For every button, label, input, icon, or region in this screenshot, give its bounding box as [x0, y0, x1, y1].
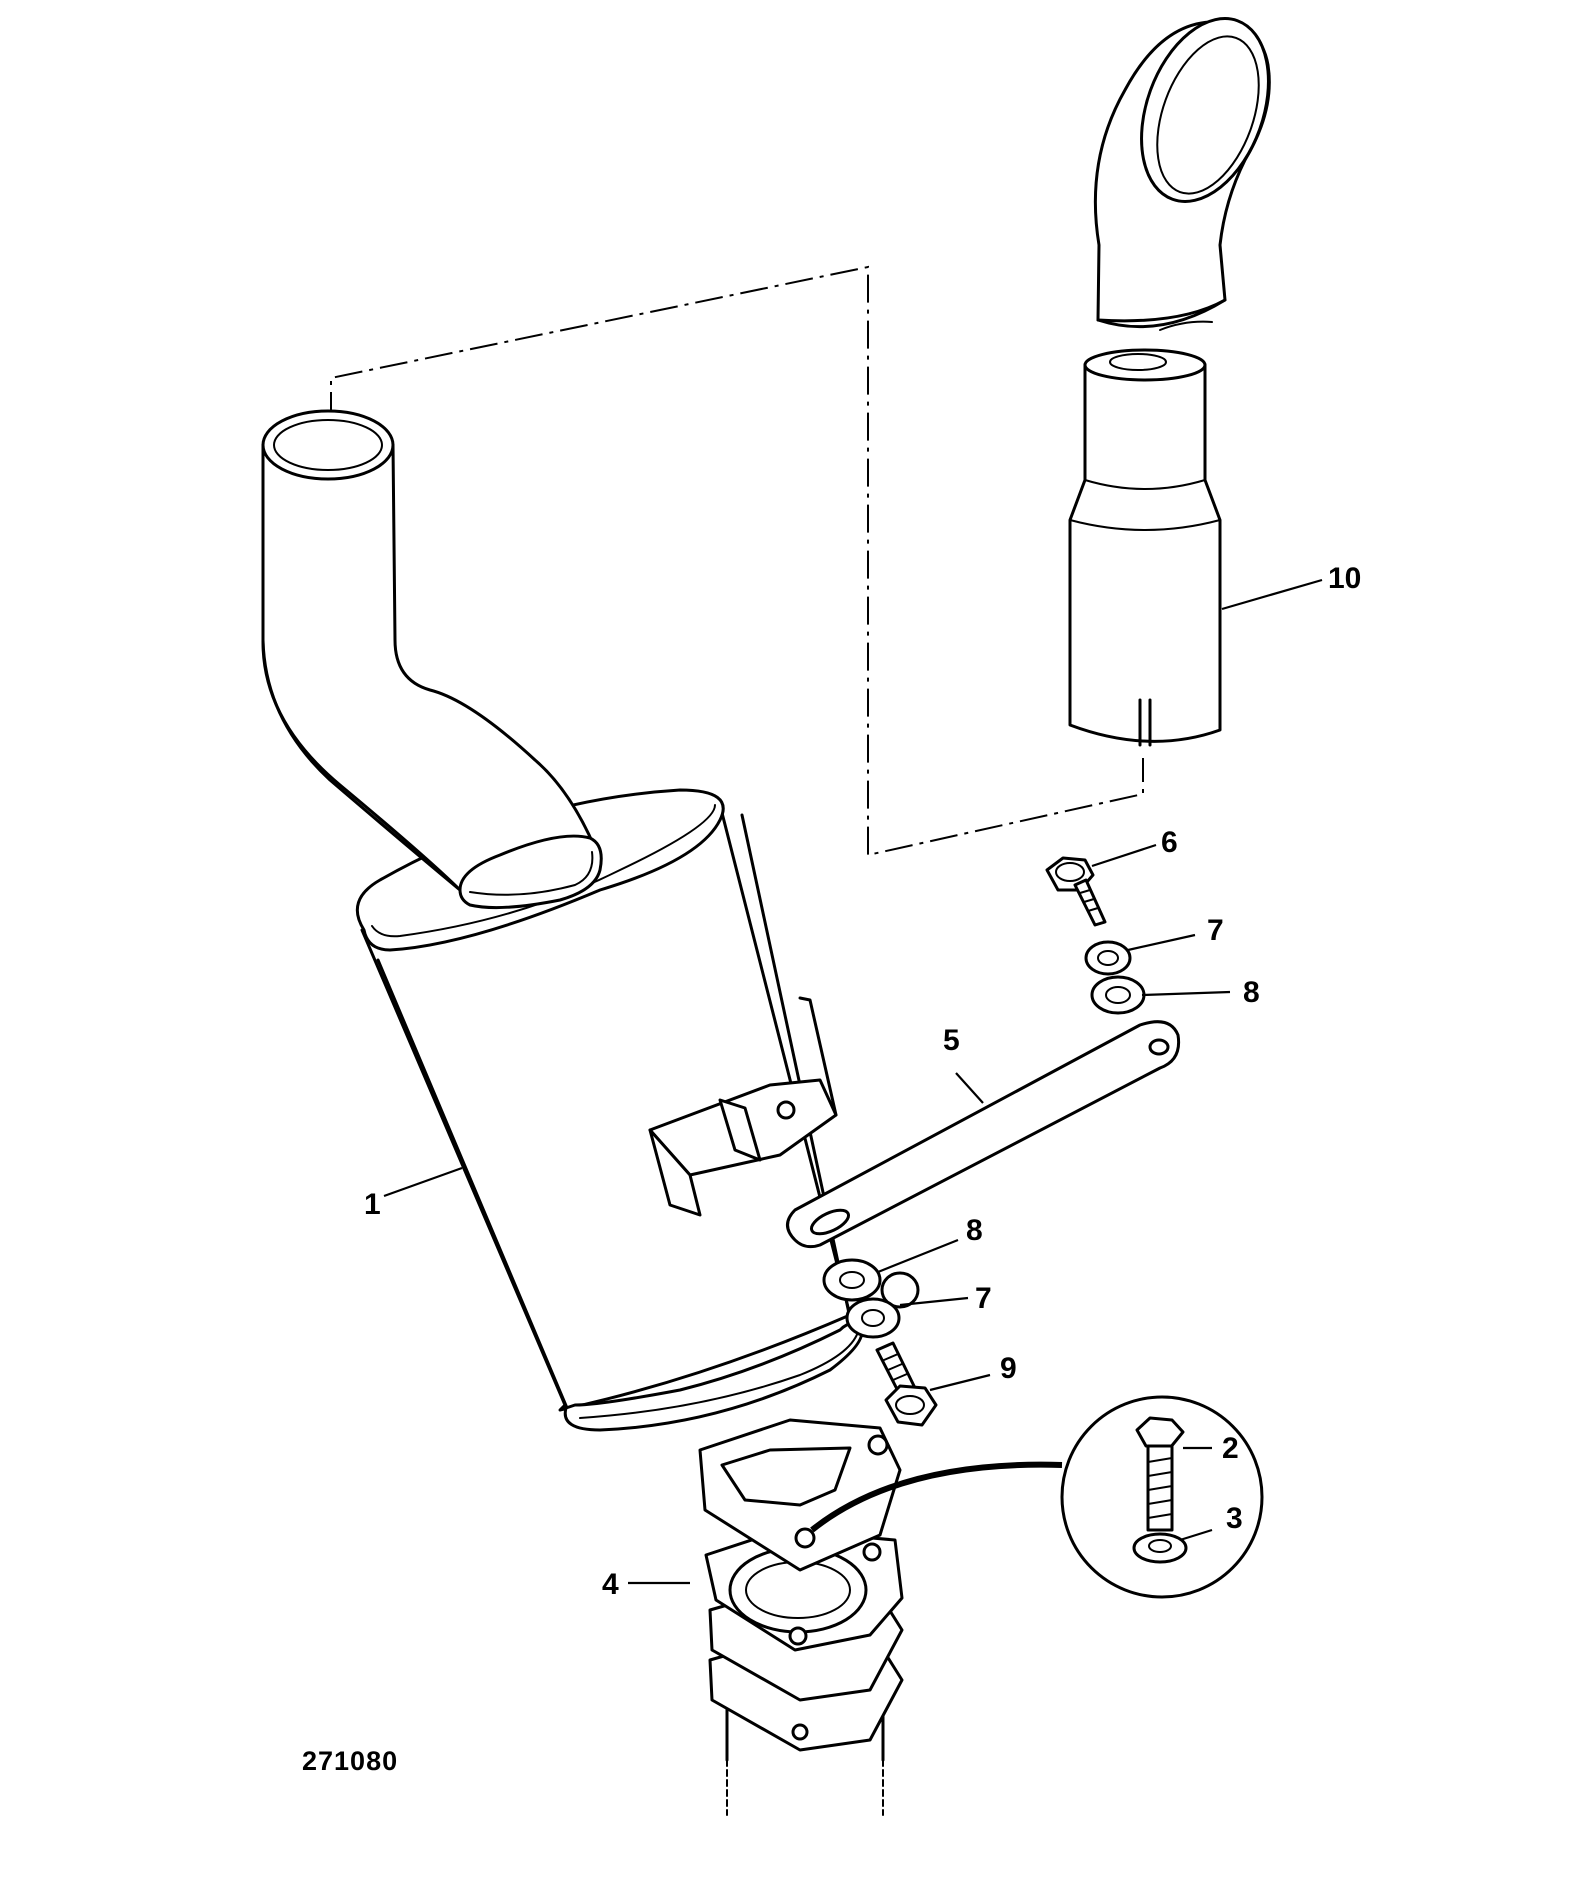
muffler-silencer-part-1	[355, 788, 864, 1432]
leader-line-5	[955, 1072, 984, 1104]
silencer-outlet-pipe	[261, 409, 603, 910]
tail-pipe-part-10	[1068, 17, 1271, 747]
callout-8-lower: 8	[966, 1214, 983, 1247]
figure-number: 271080	[302, 1746, 398, 1776]
leader-line-7-upper	[1127, 933, 1196, 952]
spring-washer-part-7-upper	[1084, 940, 1132, 976]
leader-line-8-upper	[1141, 990, 1231, 997]
leader-line-6	[1091, 843, 1157, 868]
leader-line-7-lower	[899, 1296, 969, 1307]
flat-washer-part-8-lower	[822, 1258, 882, 1302]
callout-2: 2	[1222, 1432, 1239, 1465]
callout-7-lower: 7	[975, 1282, 992, 1315]
bolt-part-9	[875, 1341, 938, 1427]
leader-line-9	[929, 1373, 991, 1392]
washer-part-3	[1132, 1532, 1188, 1564]
leader-line-10	[1221, 578, 1323, 611]
callout-10: 10	[1328, 562, 1361, 595]
callout-1: 1	[364, 1188, 381, 1221]
callout-4: 4	[602, 1568, 619, 1601]
leader-line-8-lower	[877, 1238, 959, 1274]
leader-line-3	[1179, 1528, 1213, 1542]
callout-7-upper: 7	[1207, 914, 1224, 947]
callout-3: 3	[1226, 1502, 1243, 1535]
spring-washer-part-7-lower	[845, 1271, 920, 1339]
bolt-part-2	[1135, 1416, 1185, 1532]
assembly-path-line	[330, 265, 1144, 857]
callout-6: 6	[1161, 826, 1178, 859]
flat-washer-part-8-upper	[1090, 975, 1146, 1015]
leader-line-1	[383, 1166, 463, 1198]
strap-part-5	[786, 1020, 1181, 1249]
flange-bolt-part-6	[1045, 856, 1107, 927]
callout-5: 5	[943, 1024, 960, 1057]
muffler-bottom-flange	[698, 1418, 902, 1572]
callout-8-upper: 8	[1243, 976, 1260, 1009]
callout-9: 9	[1000, 1352, 1017, 1385]
